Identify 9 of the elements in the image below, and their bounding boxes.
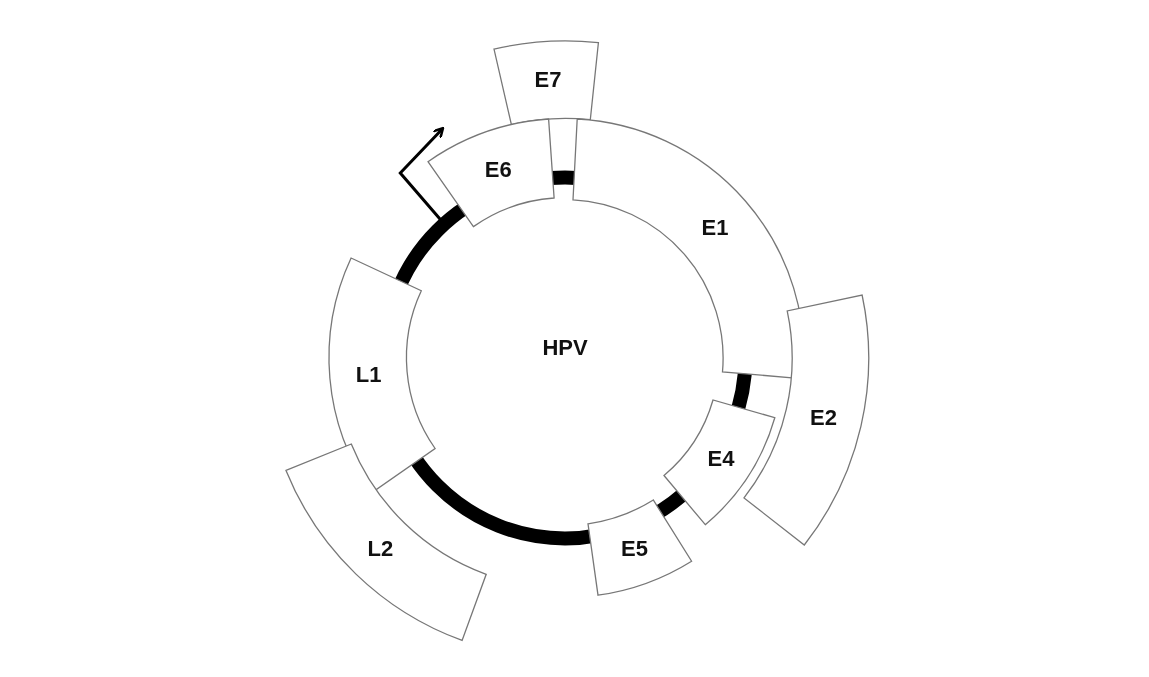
gene-label: L2 <box>367 536 394 563</box>
gene-label: E7 <box>534 67 562 94</box>
gene-label: E1 <box>701 214 729 241</box>
genome-title: HPV <box>542 335 588 361</box>
gene-label: L1 <box>355 362 382 389</box>
gene-label: E4 <box>707 446 735 473</box>
gene-label: E5 <box>621 536 648 562</box>
gene-label: E6 <box>484 156 512 183</box>
gene-label: E2 <box>810 404 837 431</box>
